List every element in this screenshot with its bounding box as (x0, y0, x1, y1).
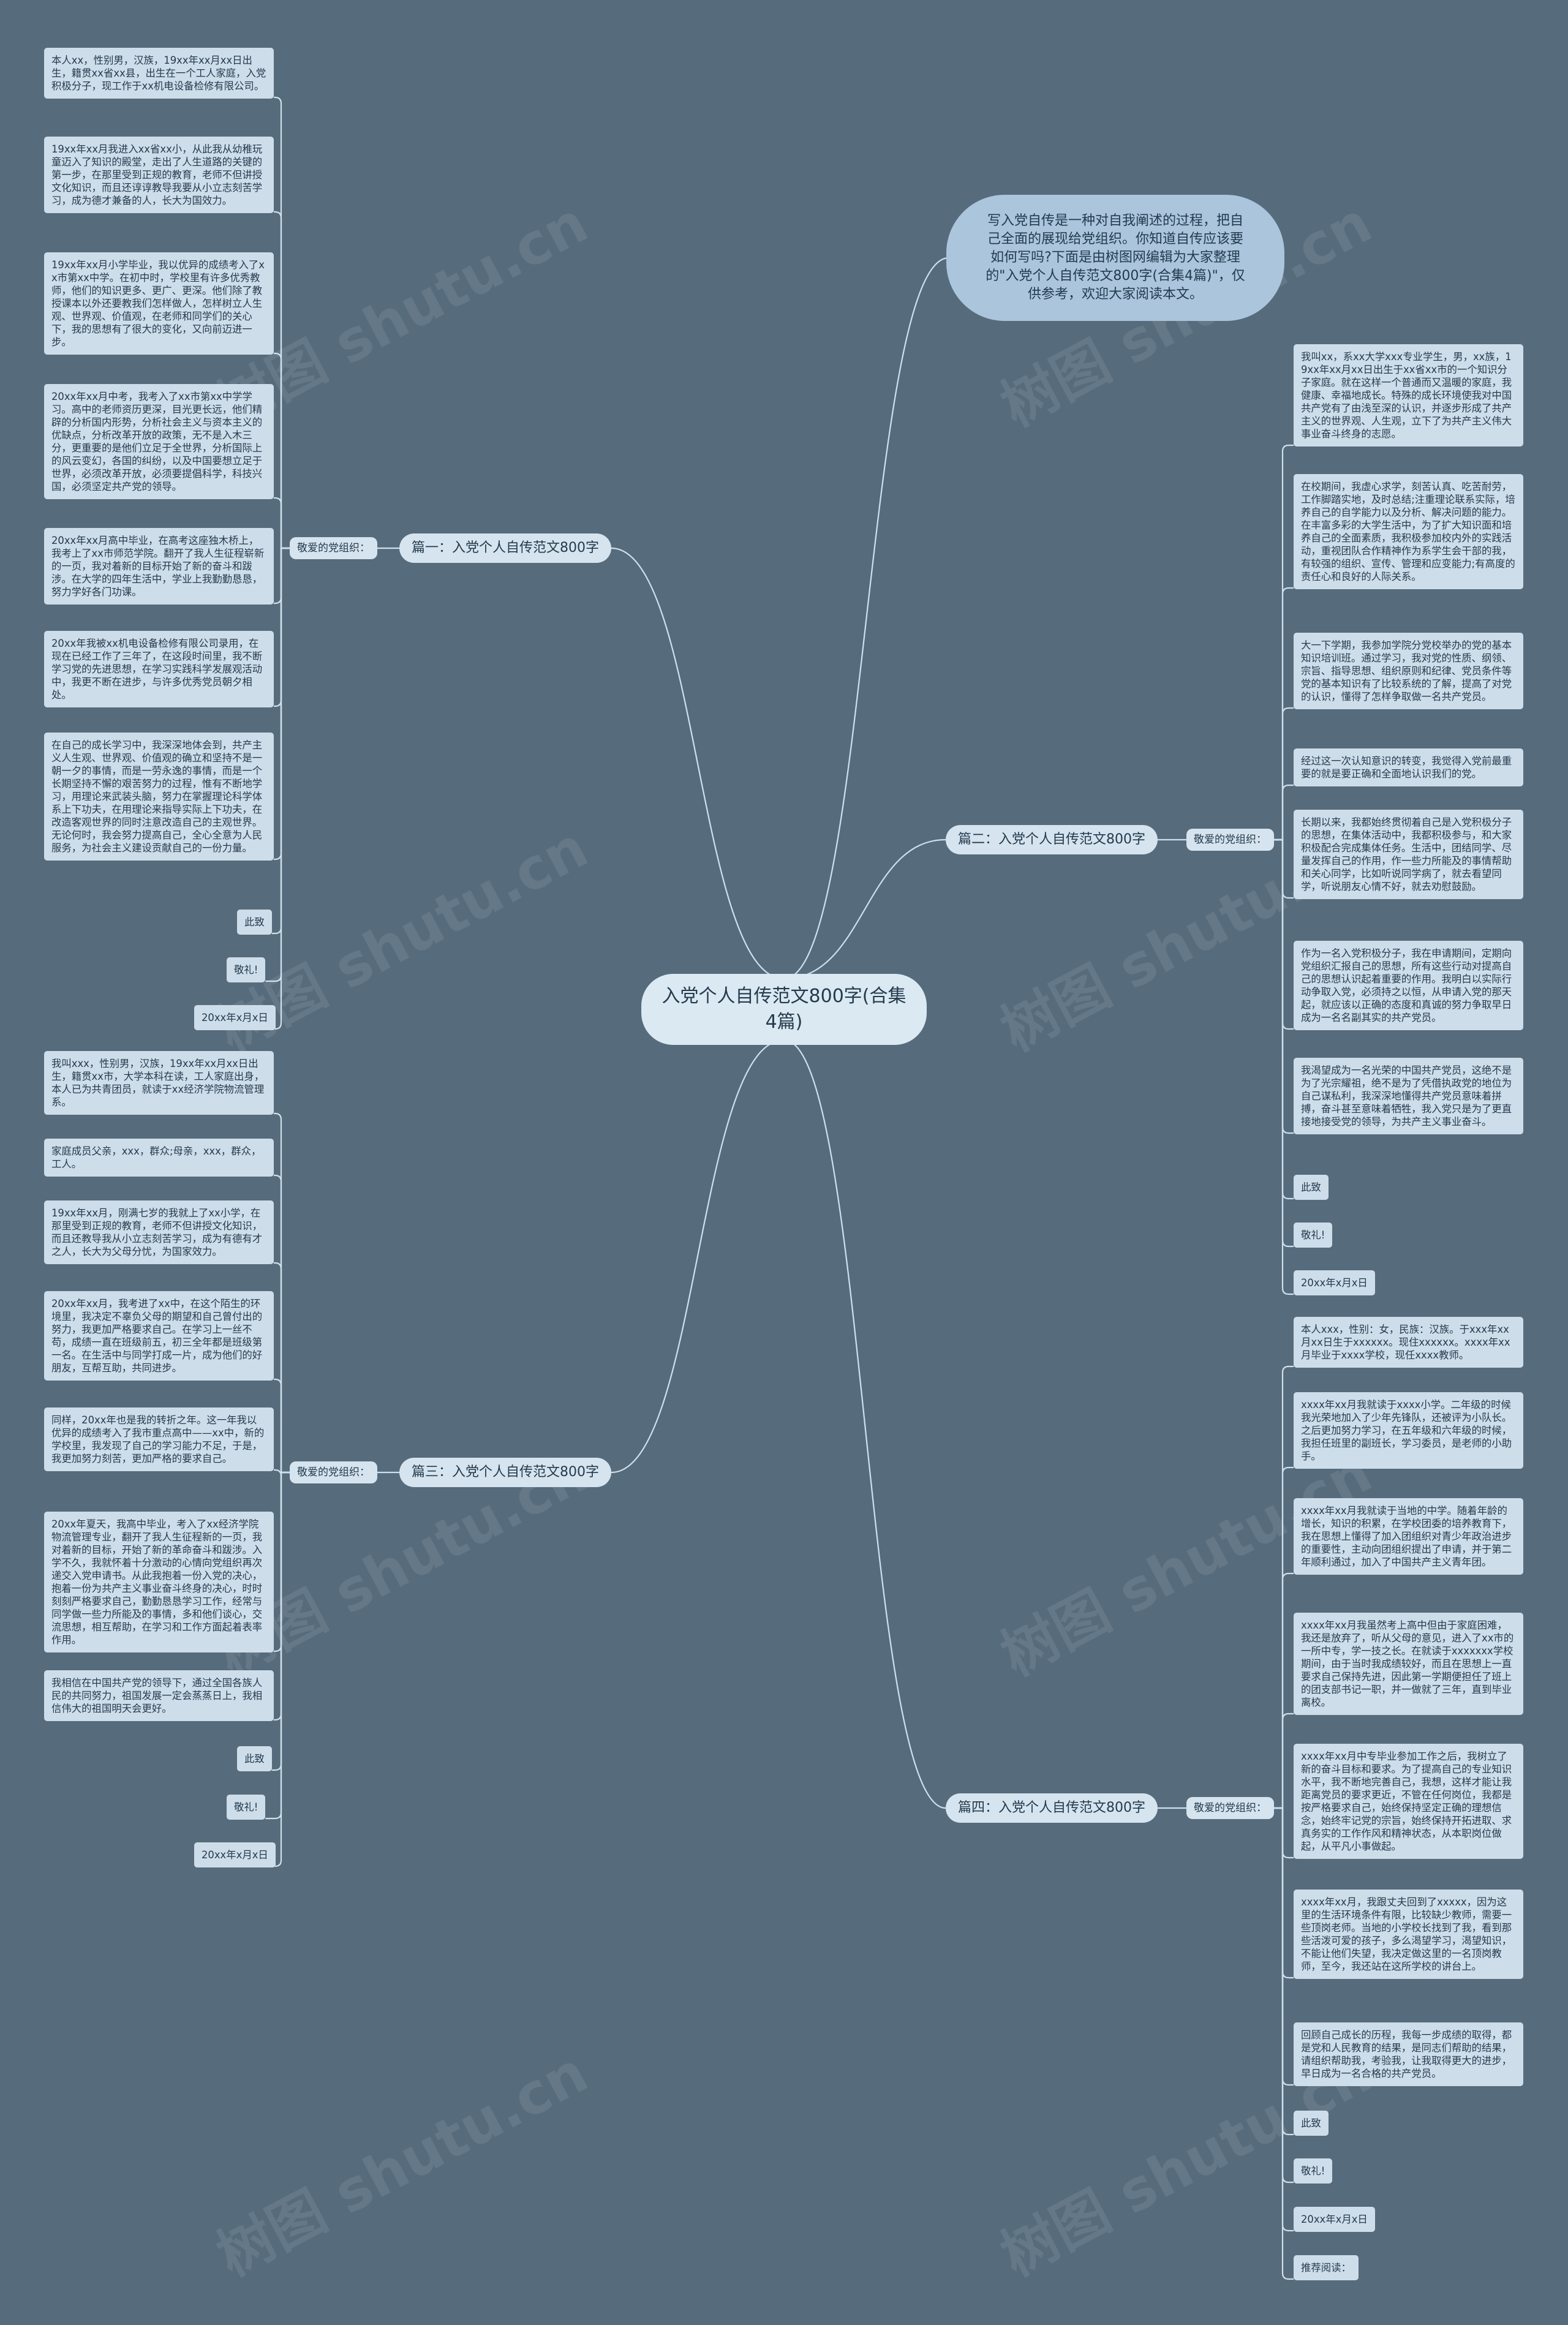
connector-sub-leaf-4-4 (1274, 1713, 1294, 1809)
branch-2-salutation[interactable]: 敬爱的党组织： (1186, 829, 1274, 851)
branch-1-leaf-10[interactable]: 20xx年x月x日 (194, 1005, 276, 1030)
branch-1-leaf-4[interactable]: 20xx年xx月中考，我考入了xx市第xx中学学习。高中的老师资历更深，目光更长… (44, 384, 274, 499)
branch-3-title[interactable]: 篇三：入党个人自传范文800字 (399, 1458, 611, 1487)
connector-sub-leaf-4-2 (1274, 1466, 1294, 1809)
connector-center-branch-1 (611, 547, 785, 980)
connector-center-branch-3 (611, 1039, 785, 1474)
branch-4-leaf-6[interactable]: xxxx年xx月，我跟丈夫回到了xxxxx，因为这里的生活环境条件有限，比较缺少… (1294, 1890, 1523, 1979)
connector-sub-leaf-2-4 (1274, 784, 1294, 841)
connector-sub-leaf-1-3 (274, 352, 290, 549)
branch-1-leaf-9[interactable]: 敬礼! (227, 957, 266, 982)
connector-sub-leaf-3-3 (274, 1262, 290, 1474)
connector-sub-leaf-3-10 (274, 1471, 290, 1867)
connector-sub-leaf-3-1 (274, 1112, 290, 1474)
connector-sub-leaf-4-10 (1274, 1807, 1294, 2232)
connector-sub-leaf-2-5 (1274, 838, 1294, 899)
branch-1-salutation[interactable]: 敬爱的党组织： (290, 537, 377, 559)
branch-2-leaf-4[interactable]: 经过这一次认知意识的转变，我觉得入党前最重要的就是要正确和全面地认识我们的党。 (1294, 748, 1523, 786)
branch-2-leaf-1[interactable]: 我叫xx，系xx大学xxx专业学生，男，xx族，19xx年xx月xx日出生于xx… (1294, 344, 1523, 447)
connector-sub-leaf-1-1 (274, 96, 290, 549)
connector-sub-leaf-4-5 (1274, 1807, 1294, 1859)
connector-sub-leaf-2-2 (1274, 587, 1294, 841)
connector-sub-leaf-2-3 (1274, 707, 1294, 841)
connector-sub-leaf-2-8 (1274, 838, 1294, 1200)
center-topic[interactable]: 入党个人自传范文800字(合集4篇) (641, 974, 927, 1045)
branch-1-leaf-8[interactable]: 此致 (237, 910, 272, 935)
connector-sub-leaf-2-6 (1274, 838, 1294, 1030)
branch-4-leaf-7[interactable]: 回顾自己成长的历程，我每一步成绩的取得，都是党和人民教育的结果，是同志们帮助的结… (1294, 2022, 1523, 2086)
branch-4-leaf-3[interactable]: xxxx年xx月我就读于当地的中学。随着年龄的增长，知识的积累，在学校团委的培养… (1294, 1498, 1523, 1575)
connector-sub-leaf-2-10 (1274, 838, 1294, 1295)
connector-sub-leaf-3-2 (274, 1174, 290, 1474)
branch-2-leaf-10[interactable]: 20xx年x月x日 (1294, 1270, 1375, 1295)
connector-sub-leaf-4-3 (1274, 1572, 1294, 1809)
connector-sub-leaf-4-9 (1274, 1807, 1294, 2184)
branch-3-leaf-7[interactable]: 我相信在中国共产党的领导下，通过全国各族人民的共同努力，祖国发展一定会蒸蒸日上，… (44, 1670, 274, 1721)
branch-1-leaf-7[interactable]: 在自己的成长学习中，我深深地体会到，共产主义人生观、世界观、价值观的确立和坚持不… (44, 733, 274, 861)
connector-sub-leaf-1-10 (274, 547, 290, 1030)
branch-3-leaf-9[interactable]: 敬礼! (227, 1795, 266, 1820)
branch-3-leaf-3[interactable]: 19xx年xx月，刚满七岁的我就上了xx小学，在那里受到正规的教育，老师不但讲授… (44, 1200, 274, 1264)
branch-2-leaf-8[interactable]: 此致 (1294, 1175, 1329, 1200)
branch-2-leaf-3[interactable]: 大一下学期，我参加学院分党校举办的党的基本知识培训班。通过学习，我对党的性质、纲… (1294, 633, 1523, 709)
connector-sub-leaf-1-4 (274, 497, 290, 549)
branch-1-leaf-2[interactable]: 19xx年xx月我进入xx省xx小，从此我从幼稚玩童迈入了知识的殿堂，走出了人生… (44, 137, 274, 213)
branch-4-leaf-9[interactable]: 敬礼! (1294, 2158, 1333, 2184)
branch-2-leaf-2[interactable]: 在校期间，我虚心求学，刻苦认真、吃苦耐劳，工作脚踏实地，及时总结;注重理论联系实… (1294, 474, 1523, 589)
branch-1-leaf-5[interactable]: 20xx年xx月高中毕业，在高考这座独木桥上，我考上了xx市师范学院。翻开了我人… (44, 528, 274, 605)
branch-1-leaf-1[interactable]: 本人xx，性别男，汉族，19xx年xx月xx日出生，籍贯xx省xx县，出生在一个… (44, 48, 274, 99)
branch-3-salutation[interactable]: 敬爱的党组织： (290, 1461, 377, 1483)
connector-sub-leaf-2-9 (1274, 838, 1294, 1248)
intro-node[interactable]: 写入党自传是一种对自我阐述的过程，把自己全面的展现给党组织。你知道自传应该要如何… (946, 195, 1284, 321)
branch-3-leaf-10[interactable]: 20xx年x月x日 (194, 1842, 276, 1867)
branch-1-leaf-6[interactable]: 20xx年我被xx机电设备检修有限公司录用，在现在已经工作了三年了，在这段时间里… (44, 631, 274, 707)
connector-center-branch-2 (783, 838, 946, 980)
branch-3-leaf-8[interactable]: 此致 (237, 1746, 272, 1771)
connector-sub-leaf-4-1 (1274, 1365, 1294, 1809)
branch-2-leaf-6[interactable]: 作为一名入党积极分子，我在申请期间，定期向党组织汇报自己的思想，所有这些行动对提… (1294, 941, 1523, 1030)
connector-sub-leaf-3-4 (274, 1378, 290, 1474)
branch-2-leaf-5[interactable]: 长期以来，我都始终贯彻着自己是入党积极分子的思想，在集体活动中，我都积极参与，和… (1294, 810, 1523, 899)
branch-4-salutation[interactable]: 敬爱的党组织： (1186, 1797, 1274, 1819)
branch-3-leaf-5[interactable]: 同样，20xx年也是我的转折之年。这一年我以优异的成绩考入了我市重点高中——xx… (44, 1407, 274, 1471)
branch-2-title[interactable]: 篇二：入党个人自传范文800字 (946, 825, 1158, 854)
connector-center-branch-4 (783, 1039, 946, 1809)
branch-4-leaf-8[interactable]: 此致 (1294, 2111, 1329, 2136)
branch-3-leaf-4[interactable]: 20xx年xx月，我考进了xx中，在这个陌生的环境里，我决定不辜负父母的期望和自… (44, 1291, 274, 1381)
branch-1-leaf-3[interactable]: 19xx年xx月小学毕业，我以优异的成绩考入了xx市第xx中学。在初中时，学校里… (44, 252, 274, 355)
branch-3-leaf-6[interactable]: 20xx年夏天，我高中毕业，考入了xx经济学院物流管理专业，翻开了我人生征程新的… (44, 1512, 274, 1652)
branch-3-leaf-2[interactable]: 家庭成员父亲，xxx，群众;母亲，xxx，群众，工人。 (44, 1139, 274, 1177)
connector-center-intro (783, 257, 949, 980)
branch-4-leaf-11[interactable]: 推荐阅读： (1294, 2255, 1359, 2280)
branch-4-leaf-5[interactable]: xxxx年xx月中专毕业参加工作之后，我树立了新的奋斗目标和要求。为了提高自己的… (1294, 1744, 1523, 1859)
branch-2-leaf-7[interactable]: 我渴望成为一名光荣的中国共产党员，这绝不是为了光宗耀祖，绝不是为了凭借执政党的地… (1294, 1058, 1523, 1134)
branch-1-title[interactable]: 篇一：入党个人自传范文800字 (399, 533, 611, 563)
connector-sub-leaf-4-11 (1274, 1807, 1294, 2280)
branch-2-leaf-9[interactable]: 敬礼! (1294, 1223, 1333, 1248)
connector-sub-leaf-2-1 (1274, 444, 1294, 841)
connector-sub-leaf-2-7 (1274, 838, 1294, 1134)
connector-sub-leaf-4-6 (1274, 1807, 1294, 1979)
branch-3-leaf-1[interactable]: 我叫xxx，性别男，汉族，19xx年xx月xx日出生，籍贯xx市，大学本科在读，… (44, 1051, 274, 1115)
branch-4-leaf-2[interactable]: xxxx年xx月我就读于xxxx小学。二年级的时候我光荣地加入了少年先锋队，还被… (1294, 1392, 1523, 1469)
connector-sub-leaf-1-2 (274, 211, 290, 549)
branch-4-title[interactable]: 篇四：入党个人自传范文800字 (946, 1793, 1158, 1823)
branch-4-leaf-4[interactable]: xxxx年xx月我虽然考上高中但由于家庭困难，我还是放弃了，听从父母的意见，进入… (1294, 1613, 1523, 1715)
connector-sub-leaf-4-7 (1274, 1807, 1294, 2086)
branch-4-leaf-1[interactable]: 本人xxx，性别：女，民族：汉族。于xxx年xx月xx日生于xxxxxx。现住x… (1294, 1317, 1523, 1368)
branch-4-leaf-10[interactable]: 20xx年x月x日 (1294, 2207, 1375, 2232)
